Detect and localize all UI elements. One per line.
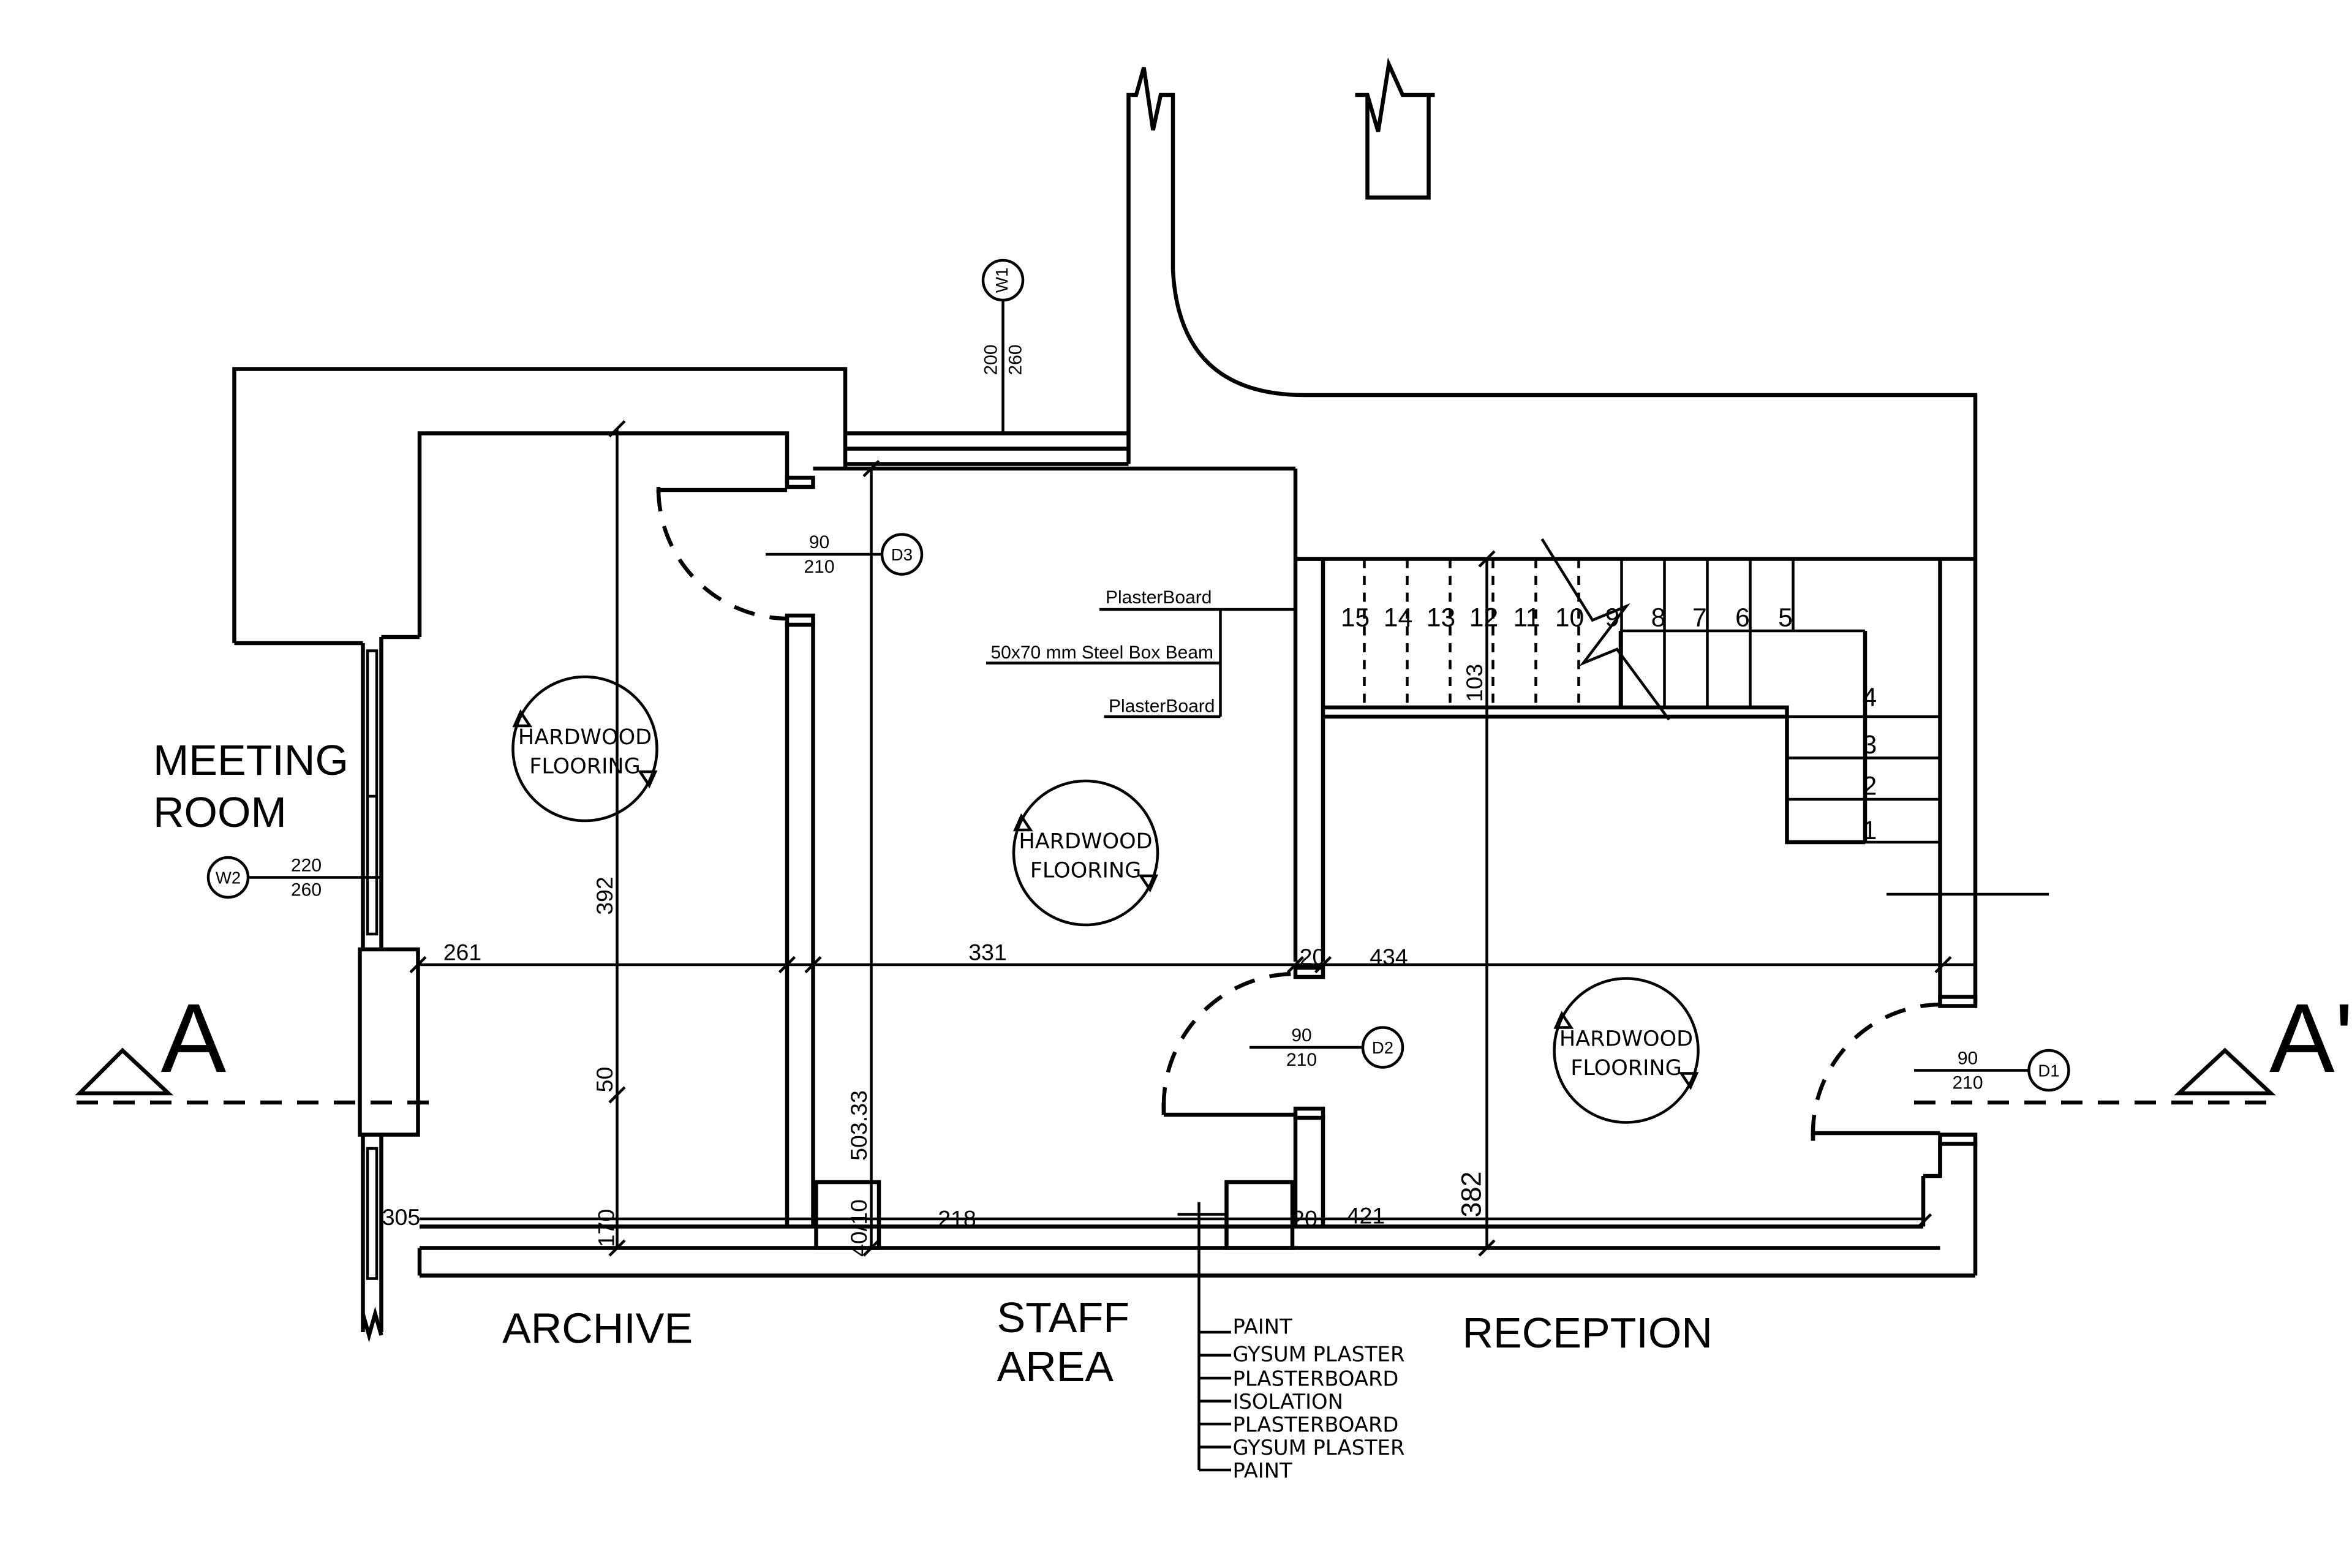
svg-text:HARDWOOD: HARDWOOD: [1559, 1027, 1693, 1052]
flooring-symbols: HARDWOOD FLOORING HARDWOOD FLOORING HARD…: [511, 675, 1700, 1124]
svg-text:D1: D1: [2038, 1061, 2059, 1080]
dim-50: 50: [592, 1067, 617, 1093]
svg-text:FLOORING: FLOORING: [529, 755, 640, 779]
dim-305: 305: [382, 1204, 421, 1230]
wall-layer-legend: PAINT GYSUM PLASTER PLASTERBOARD ISOLATI…: [1199, 1315, 1405, 1483]
stair-step-3: 3: [1863, 731, 1877, 760]
svg-text:260: 260: [291, 880, 322, 900]
flooring-tag-staff: HARDWOOD FLOORING: [1012, 779, 1159, 927]
stair-step-10: 10: [1555, 604, 1584, 633]
wall-layer-3: PLASTERBOARD: [1233, 1367, 1399, 1391]
section-marks: A A': [75, 983, 2352, 1105]
stair-step-13: 13: [1427, 604, 1455, 633]
dim-103: 103: [1461, 664, 1487, 703]
section-mark-left: A: [161, 983, 227, 1093]
callout-steel-box-beam: 50x70 mm Steel Box Beam: [991, 643, 1214, 663]
dim-331: 331: [968, 940, 1007, 965]
svg-text:210: 210: [804, 557, 834, 577]
svg-text:D3: D3: [891, 545, 913, 564]
door-tag-d2: D2 90 210: [1250, 1025, 1404, 1070]
stair-step-7: 7: [1692, 604, 1707, 633]
wall-layer-5: PLASTERBOARD: [1233, 1413, 1399, 1437]
dimension-lines: 261 331 434 20 421 20 305 218 170 40/10 …: [382, 420, 1975, 1470]
wall-layer-6: GYSUM PLASTER: [1233, 1436, 1405, 1460]
svg-text:HARDWOOD: HARDWOOD: [518, 725, 652, 750]
room-label-staff-line1: STAFF: [997, 1294, 1129, 1341]
dim-434: 434: [1370, 944, 1408, 970]
opening-tags: W1 200 260 W2 220 260 D3 90 210 D2 90 21…: [206, 258, 2070, 1093]
svg-text:200: 200: [981, 344, 1001, 375]
svg-text:90: 90: [1958, 1049, 1978, 1069]
svg-text:FLOORING: FLOORING: [1570, 1056, 1681, 1080]
svg-text:FLOORING: FLOORING: [1030, 859, 1141, 883]
stair-step-9: 9: [1605, 604, 1620, 633]
room-label-archive: ARCHIVE: [502, 1305, 693, 1352]
dim-421: 421: [1347, 1203, 1385, 1229]
stair-step-14: 14: [1384, 604, 1412, 633]
dim-170: 170: [594, 1209, 619, 1248]
svg-text:90: 90: [1291, 1025, 1311, 1046]
stair-step-6: 6: [1735, 604, 1750, 633]
door-tag-d1: D1 90 210: [1914, 1049, 2070, 1093]
wall-section-callout: PlasterBoard 50x70 mm Steel Box Beam Pla…: [986, 587, 1295, 718]
dim-382: 382: [1456, 1171, 1487, 1217]
wall-layer-4: ISOLATION: [1233, 1390, 1343, 1414]
stair-step-15: 15: [1341, 604, 1370, 633]
dim-503-33: 503.33: [846, 1090, 872, 1161]
dim-20: 20: [1300, 944, 1325, 970]
dim-261: 261: [443, 940, 482, 965]
svg-text:W1: W1: [992, 268, 1011, 293]
dim-392: 392: [592, 876, 617, 915]
svg-text:260: 260: [1006, 344, 1026, 375]
svg-text:210: 210: [1952, 1073, 1983, 1093]
callout-plasterboard-bottom: PlasterBoard: [1109, 696, 1215, 717]
room-labels: MEETING ROOM ARCHIVE STAFF AREA RECEPTIO…: [153, 736, 1713, 1390]
dim-20b: 20: [1292, 1206, 1317, 1232]
svg-text:W2: W2: [216, 869, 241, 888]
wall-layer-1: PAINT: [1233, 1315, 1292, 1339]
stair-step-8: 8: [1651, 604, 1666, 633]
section-mark-right: A': [2269, 983, 2352, 1093]
window-tag-w2: W2 220 260: [206, 856, 382, 900]
dim-218: 218: [938, 1206, 976, 1232]
room-label-reception: RECEPTION: [1463, 1309, 1713, 1357]
room-label-meeting-line1: MEETING: [153, 736, 349, 784]
svg-text:D2: D2: [1372, 1038, 1393, 1057]
stair-step-5: 5: [1778, 604, 1793, 633]
wall-layer-7: PAINT: [1233, 1459, 1292, 1483]
stair-step-1: 1: [1863, 816, 1877, 845]
flooring-tag-reception: HARDWOOD FLOORING: [1553, 977, 1700, 1124]
stair-step-2: 2: [1863, 772, 1877, 801]
svg-text:210: 210: [1286, 1050, 1317, 1070]
flooring-tag-archive: HARDWOOD FLOORING: [511, 675, 658, 823]
staircase: 15 14 13 12 11 10 9 8 7 6 5 4 3 2 1: [1323, 538, 2049, 896]
window-tag-w1: W1 200 260: [981, 258, 1026, 434]
stair-step-12: 12: [1469, 604, 1498, 633]
callout-plasterboard-top: PlasterBoard: [1106, 587, 1212, 608]
room-label-meeting-line2: ROOM: [153, 788, 287, 836]
svg-text:220: 220: [291, 856, 322, 876]
door-swings: [656, 487, 1940, 1141]
wall-layer-2: GYSUM PLASTER: [1233, 1343, 1405, 1366]
svg-text:90: 90: [809, 532, 829, 552]
svg-text:HARDWOOD: HARDWOOD: [1019, 829, 1152, 854]
dim-40-10: 40/10: [846, 1199, 872, 1257]
room-label-staff-line2: AREA: [997, 1343, 1114, 1390]
stair-step-4: 4: [1863, 684, 1877, 712]
door-tag-d3: D3 90 210: [766, 532, 924, 577]
walls: [232, 57, 1978, 1343]
stair-step-11: 11: [1513, 604, 1540, 633]
